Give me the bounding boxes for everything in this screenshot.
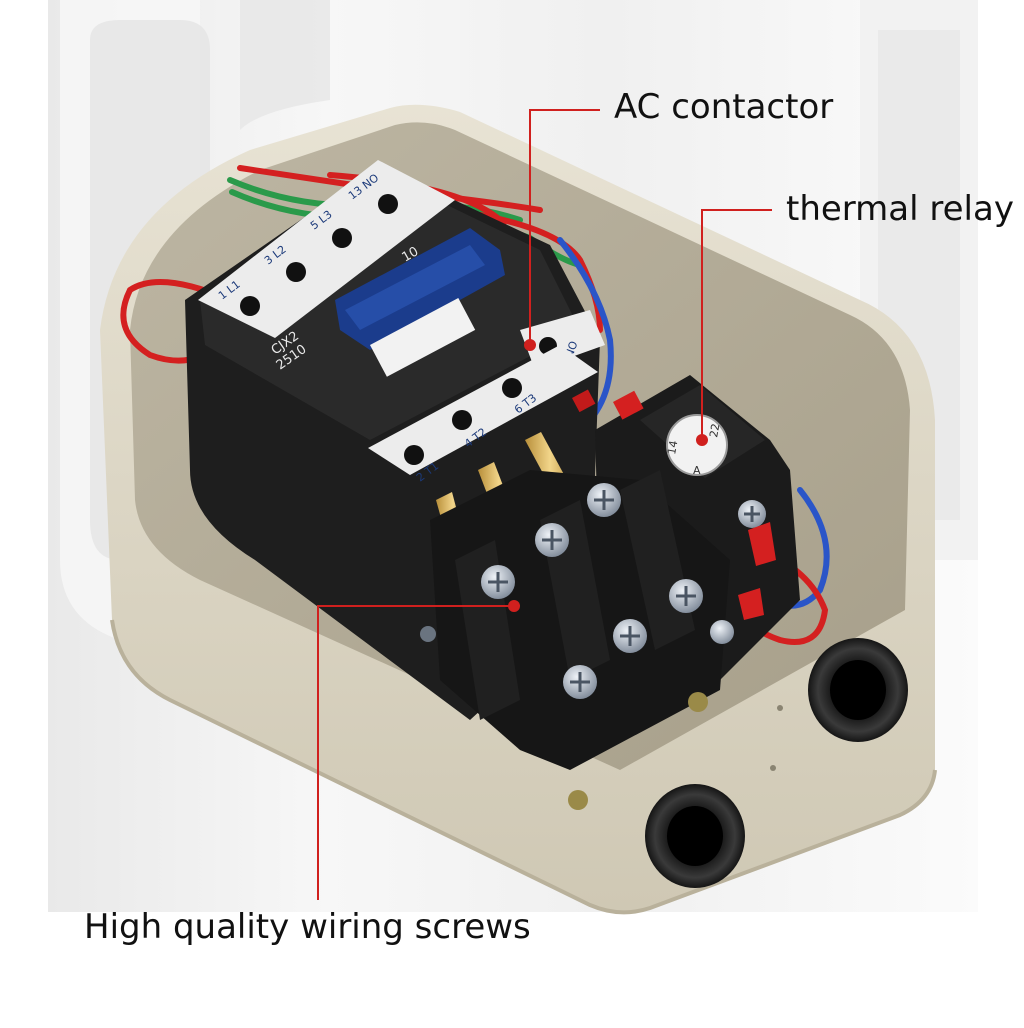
screw-icon	[710, 620, 734, 644]
callout-label-wiring-screws: High quality wiring screws	[84, 907, 531, 947]
stop-button	[572, 389, 596, 413]
callout-thermal-relay	[701, 209, 772, 440]
callout-wiring-screws	[317, 605, 514, 900]
reset-button	[612, 390, 644, 420]
dial-label: 14	[665, 439, 680, 455]
screw-icon	[688, 692, 708, 712]
current-adjust-dial	[666, 414, 728, 476]
callout-label-ac-contactor: AC contactor	[614, 87, 834, 127]
callout-label-thermal-relay: thermal relay	[786, 189, 1014, 229]
callout-ac-contactor	[529, 109, 600, 345]
callout-dot	[696, 434, 708, 446]
cable-gland-icon	[808, 638, 908, 742]
screw-icon	[587, 483, 621, 517]
aux-contact-label: 10	[400, 244, 422, 265]
dial-label: 22	[707, 422, 722, 438]
callout-dot	[524, 339, 536, 351]
screw-icon	[563, 665, 597, 699]
label-plate	[370, 298, 476, 377]
screw-icon	[669, 579, 703, 613]
callout-dot	[508, 600, 520, 612]
dial-label: A	[693, 464, 701, 477]
screw-icon	[738, 500, 766, 528]
screw-icon	[613, 619, 647, 653]
screw-icon	[535, 523, 569, 557]
screw-icon	[568, 790, 588, 810]
screw-icon	[481, 565, 515, 599]
screw-icon	[420, 626, 436, 642]
cable-gland-icon	[645, 784, 745, 888]
terminal-block-bottom	[368, 345, 598, 475]
